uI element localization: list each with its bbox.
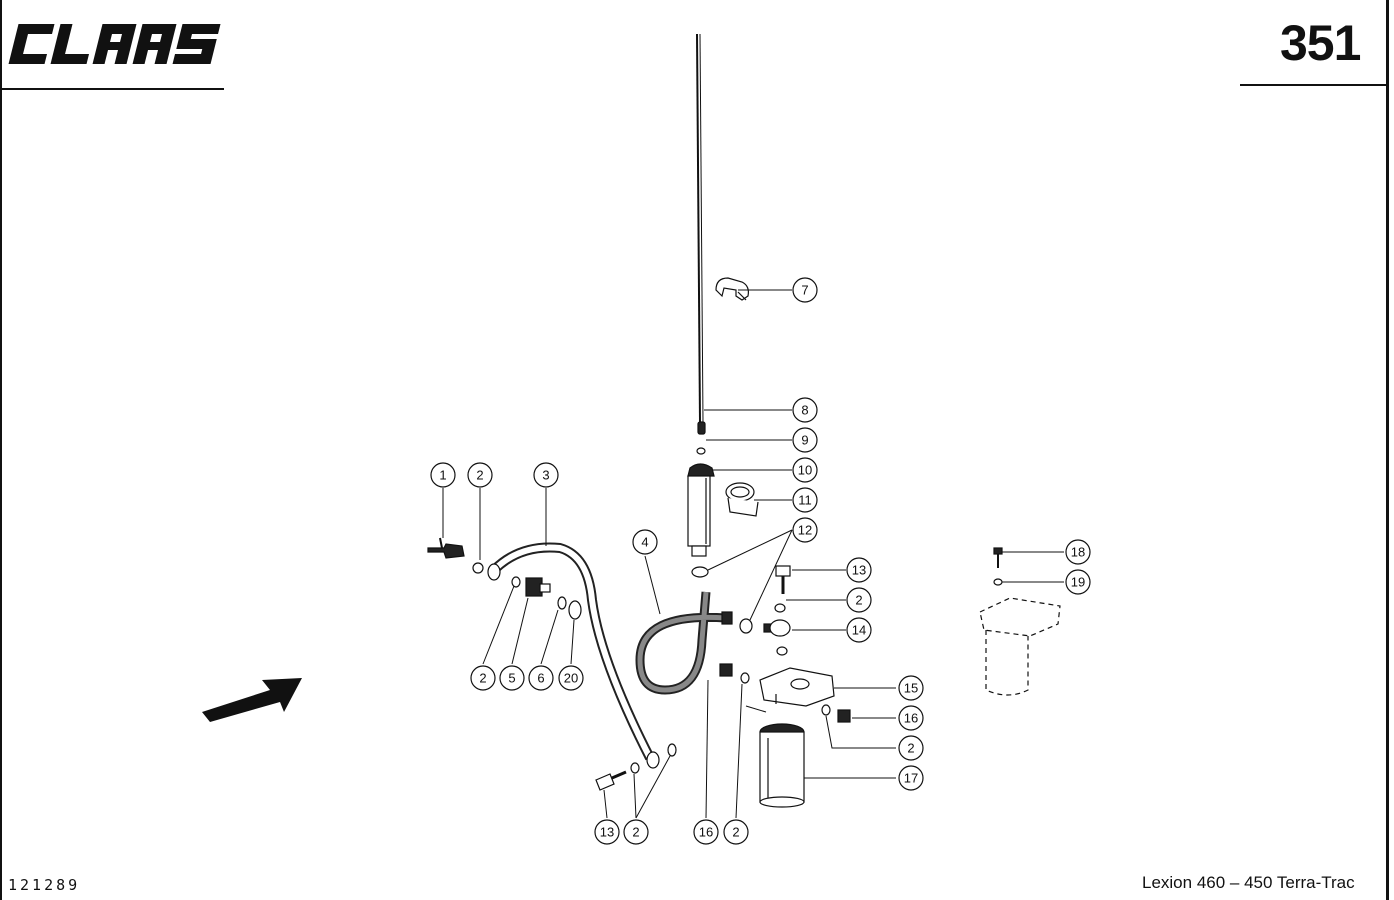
callout-8 (792, 397, 818, 423)
long-hose (487, 542, 660, 769)
callout-label-16b: 16 (699, 825, 713, 840)
hose-clamp (725, 482, 759, 517)
washer-3 (557, 596, 567, 610)
banjo-bolt-14 (763, 619, 791, 637)
plug-16-right (837, 709, 851, 723)
seal-ring (696, 447, 706, 455)
callout-20 (558, 665, 584, 691)
banjo-fitting (427, 537, 465, 559)
callout-4 (632, 529, 658, 555)
callout-label-15: 15 (904, 681, 918, 696)
clip-bracket (715, 277, 749, 301)
callout-2d (898, 735, 924, 761)
screw-18 (993, 547, 1003, 568)
callout-16b (693, 819, 719, 845)
leader-lines (442, 289, 1064, 819)
claas-logo (8, 24, 221, 64)
callouts (430, 277, 1091, 845)
callout-label-9: 9 (801, 433, 808, 448)
callout-label-2a: 2 (476, 468, 483, 483)
callout-label-20: 20 (564, 671, 578, 686)
clamp-seal-upper (691, 566, 709, 578)
dipstick-tube (696, 33, 706, 435)
callout-label-14: 14 (852, 623, 866, 638)
callout-label-5: 5 (508, 671, 515, 686)
header-rule-right (1240, 84, 1386, 86)
callout-5 (499, 665, 525, 691)
callout-label-2b: 2 (479, 671, 486, 686)
callout-label-6: 6 (537, 671, 544, 686)
callout-label-2e: 2 (632, 825, 639, 840)
direction-arrow (202, 678, 302, 722)
page-border-right (1386, 0, 1389, 900)
callout-11 (792, 487, 818, 513)
o-ring (568, 600, 582, 620)
callout-3 (533, 462, 559, 488)
callout-2a (467, 462, 493, 488)
callout-13b (594, 819, 620, 845)
callout-18 (1065, 539, 1091, 565)
callout-label-2c: 2 (855, 593, 862, 608)
bolt-13-upper (775, 565, 791, 594)
callout-label-8: 8 (801, 403, 808, 418)
callout-label-13b: 13 (600, 825, 614, 840)
washer-8 (740, 672, 750, 684)
filter-housing (687, 463, 715, 557)
filter-cartridge (759, 723, 805, 808)
callout-9 (792, 427, 818, 453)
looped-hose (635, 591, 733, 695)
callout-label-1: 1 (439, 468, 446, 483)
callout-label-18: 18 (1071, 545, 1085, 560)
callout-label-10: 10 (798, 463, 812, 478)
clamp-seal-lower (739, 618, 753, 634)
callout-label-19: 19 (1071, 575, 1085, 590)
callout-label-2d: 2 (907, 741, 914, 756)
callout-16a (898, 705, 924, 731)
callout-15 (898, 675, 924, 701)
callout-19 (1065, 569, 1091, 595)
washer-2 (511, 576, 521, 588)
callout-label-11: 11 (798, 493, 812, 508)
callout-label-3: 3 (542, 468, 549, 483)
callout-10 (792, 457, 818, 483)
union-fitting (525, 577, 551, 597)
callout-label-13a: 13 (852, 563, 866, 578)
callout-2e (623, 819, 649, 845)
header-rule-left (2, 88, 224, 90)
callout-1 (430, 462, 456, 488)
callout-17 (898, 765, 924, 791)
washer-19 (993, 578, 1003, 586)
washer-6 (774, 603, 786, 613)
plug-16-left (719, 663, 733, 677)
callout-12 (792, 517, 818, 543)
washer-9 (821, 704, 831, 716)
page-number: 351 (1280, 15, 1361, 71)
model-name: Lexion 460 – 450 Terra-Trac (1142, 873, 1355, 892)
callout-2c (846, 587, 872, 613)
drawing-number: 121289 (8, 876, 81, 894)
filter-head (759, 667, 835, 707)
callout-7 (792, 277, 818, 303)
callout-14 (846, 617, 872, 643)
washer-4 (667, 743, 677, 757)
bolt-13-lower (595, 770, 627, 791)
washer-1 (472, 562, 484, 574)
callout-6 (528, 665, 554, 691)
callout-label-16a: 16 (904, 711, 918, 726)
washer-7 (776, 646, 788, 656)
callout-label-7: 7 (801, 283, 808, 298)
callout-label-12: 12 (798, 523, 812, 538)
callout-2b (470, 665, 496, 691)
callout-13a (846, 557, 872, 583)
callout-2f (723, 819, 749, 845)
washer-5 (630, 762, 640, 774)
dashed-filter-housing (979, 597, 1061, 696)
page-border-left (0, 0, 2, 900)
callout-label-4: 4 (641, 535, 648, 550)
callout-labels: 1 2 3 4 2 5 6 20 7 8 9 10 11 12 13 2 14 … (439, 283, 1085, 840)
callout-label-17: 17 (904, 771, 918, 786)
callout-label-2f: 2 (732, 825, 739, 840)
